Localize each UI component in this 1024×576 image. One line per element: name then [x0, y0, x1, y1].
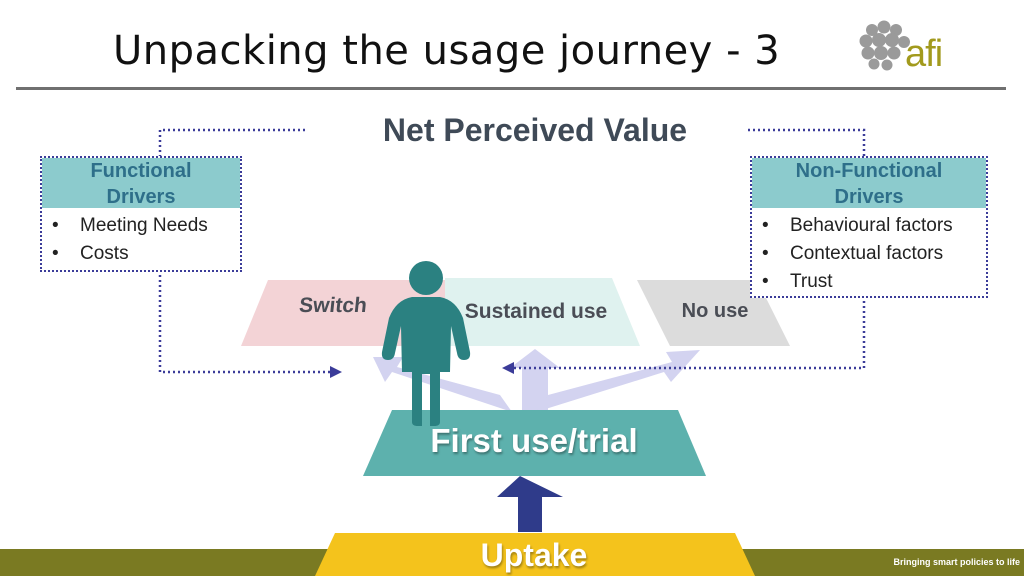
afi-logo-text: afi — [905, 33, 943, 75]
first-use-label: First use/trial — [430, 422, 638, 459]
person-icon — [381, 261, 471, 426]
connector-left-top — [158, 128, 305, 156]
functional-drivers-title: Functional Drivers — [42, 158, 240, 208]
footer-tagline: Bringing smart policies to life — [893, 557, 1020, 567]
connector-left-bottom — [158, 270, 332, 374]
connector-right-top — [748, 128, 866, 156]
first-use-shape — [363, 410, 706, 476]
list-item: Trust — [762, 268, 986, 296]
connector-right-arrowhead — [502, 362, 514, 374]
net-perceived-value-heading: Net Perceived Value — [382, 112, 688, 148]
uptake-arrow — [497, 476, 563, 532]
functional-drivers-box: Functional Drivers Meeting Needs Costs — [40, 156, 242, 272]
sustained-use-label: Sustained use — [464, 300, 608, 323]
sustained-use-shape — [445, 278, 640, 346]
afi-logo-icon — [859, 20, 910, 71]
uptake-label: Uptake — [480, 537, 588, 573]
no-use-label: No use — [681, 300, 749, 322]
list-item: Contextual factors — [762, 240, 986, 268]
title-divider — [16, 87, 1006, 90]
list-item: Behavioural factors — [762, 212, 986, 240]
non-functional-drivers-box: Non-Functional Drivers Behavioural facto… — [750, 156, 988, 298]
uptake-shape — [315, 533, 755, 576]
connector-left-arrowhead — [330, 366, 342, 378]
list-item: Meeting Needs — [52, 212, 240, 240]
list-item: Costs — [52, 240, 240, 268]
non-functional-drivers-title: Non-Functional Drivers — [752, 158, 986, 208]
switch-label: Switch — [298, 294, 369, 317]
functional-drivers-list: Meeting Needs Costs — [42, 208, 240, 270]
slide-title: Unpacking the usage journey - 3 — [113, 28, 781, 74]
non-functional-drivers-list: Behavioural factors Contextual factors T… — [752, 208, 986, 298]
connector-right-bottom — [512, 296, 866, 370]
